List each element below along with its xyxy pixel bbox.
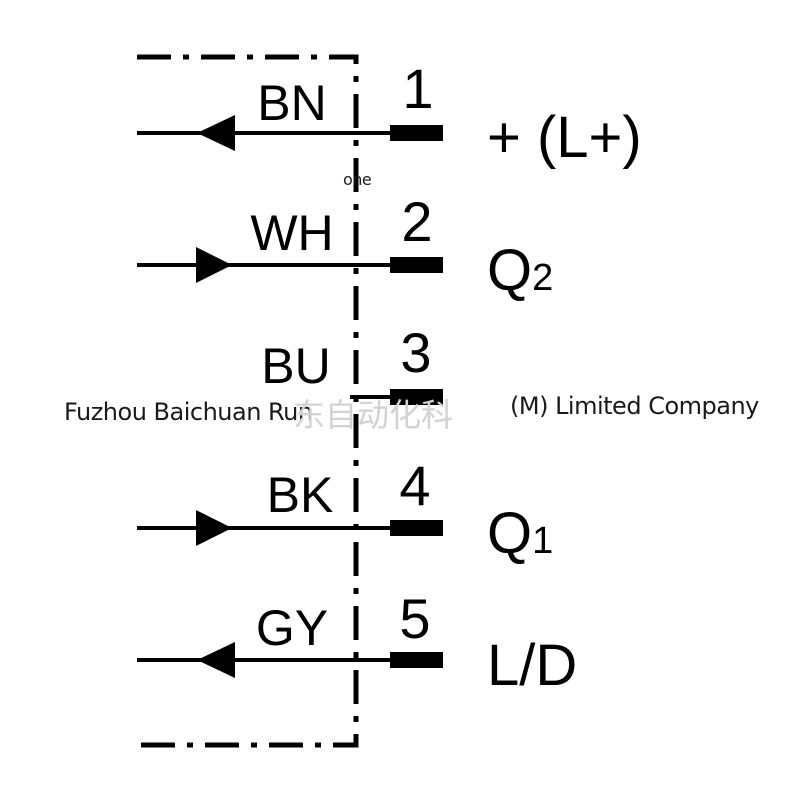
pin-3-terminal xyxy=(390,389,443,405)
pin-4-wire-color: BK xyxy=(267,467,334,523)
pin-2-number: 2 xyxy=(401,190,432,253)
pin-1-arrow-icon xyxy=(197,115,235,151)
pin-5-wire-color: GY xyxy=(256,600,328,656)
pin-4-number: 4 xyxy=(399,454,430,517)
pin-1-number: 1 xyxy=(402,57,433,120)
pin-1-terminal xyxy=(390,125,443,141)
pin-1-label: + (L+) xyxy=(487,105,642,170)
pin-4-label: Q1 xyxy=(487,501,553,566)
pin-3: BU 3 xyxy=(261,321,443,405)
pin-4-arrow-icon xyxy=(196,510,232,546)
watermark-company-middle: 东自动化科 xyxy=(293,396,454,434)
housing-outline xyxy=(137,54,359,748)
pin-2-arrow-icon xyxy=(196,247,232,283)
pin-2: WH 2 Q2 xyxy=(137,190,553,303)
pin-3-wire-color: BU xyxy=(261,338,330,394)
pin-5-label: L/D xyxy=(487,633,577,698)
watermark-company-right: (M) Limited Company xyxy=(510,392,759,420)
pin-5-arrow-icon xyxy=(197,642,235,678)
pin-5: GY 5 L/D xyxy=(137,587,577,698)
pin-5-number: 5 xyxy=(399,587,430,650)
pin-1: BN 1 + (L+) xyxy=(137,57,642,170)
pin-1-wire-color: BN xyxy=(257,75,326,131)
pin-4: BK 4 Q1 xyxy=(137,454,553,566)
pin-2-terminal xyxy=(390,257,443,273)
watermark-small-text: one xyxy=(343,170,372,189)
pin-3-number: 3 xyxy=(400,321,431,384)
pin-5-terminal xyxy=(390,652,443,668)
watermark-company-left: Fuzhou Baichuan Run xyxy=(64,398,313,426)
pin-2-wire-color: WH xyxy=(250,205,333,261)
pin-4-terminal xyxy=(390,520,443,536)
pin-2-label: Q2 xyxy=(487,238,553,303)
